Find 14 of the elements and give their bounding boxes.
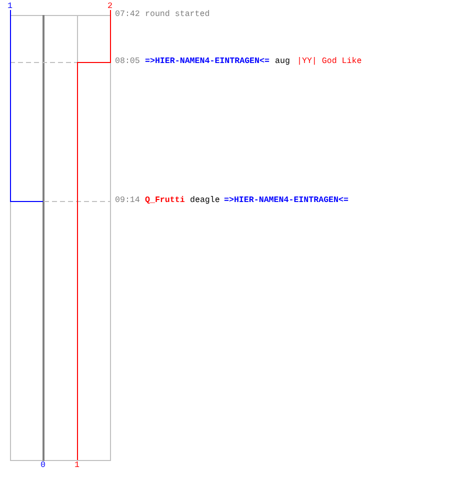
player-name: |YY| God Like [297,57,362,67]
count-label: 1 [8,2,12,12]
count-label: 2 [108,2,112,12]
count-label: 1 [74,461,80,471]
time-label: 09:14 [115,196,140,206]
time-label: 07:42 [115,10,140,20]
time-label: 08:05 [115,57,140,67]
player-name: =>HIER-NAMEN4-EINTRAGEN<= [224,196,348,206]
player-name: =>HIER-NAMEN4-EINTRAGEN<= [145,57,270,67]
player-name: Q_Frutti [145,196,185,206]
event-text: round started [145,10,210,20]
count-label: 0 [40,461,46,471]
weapon-name: aug [275,57,290,67]
weapon-name: deagle [190,196,220,206]
